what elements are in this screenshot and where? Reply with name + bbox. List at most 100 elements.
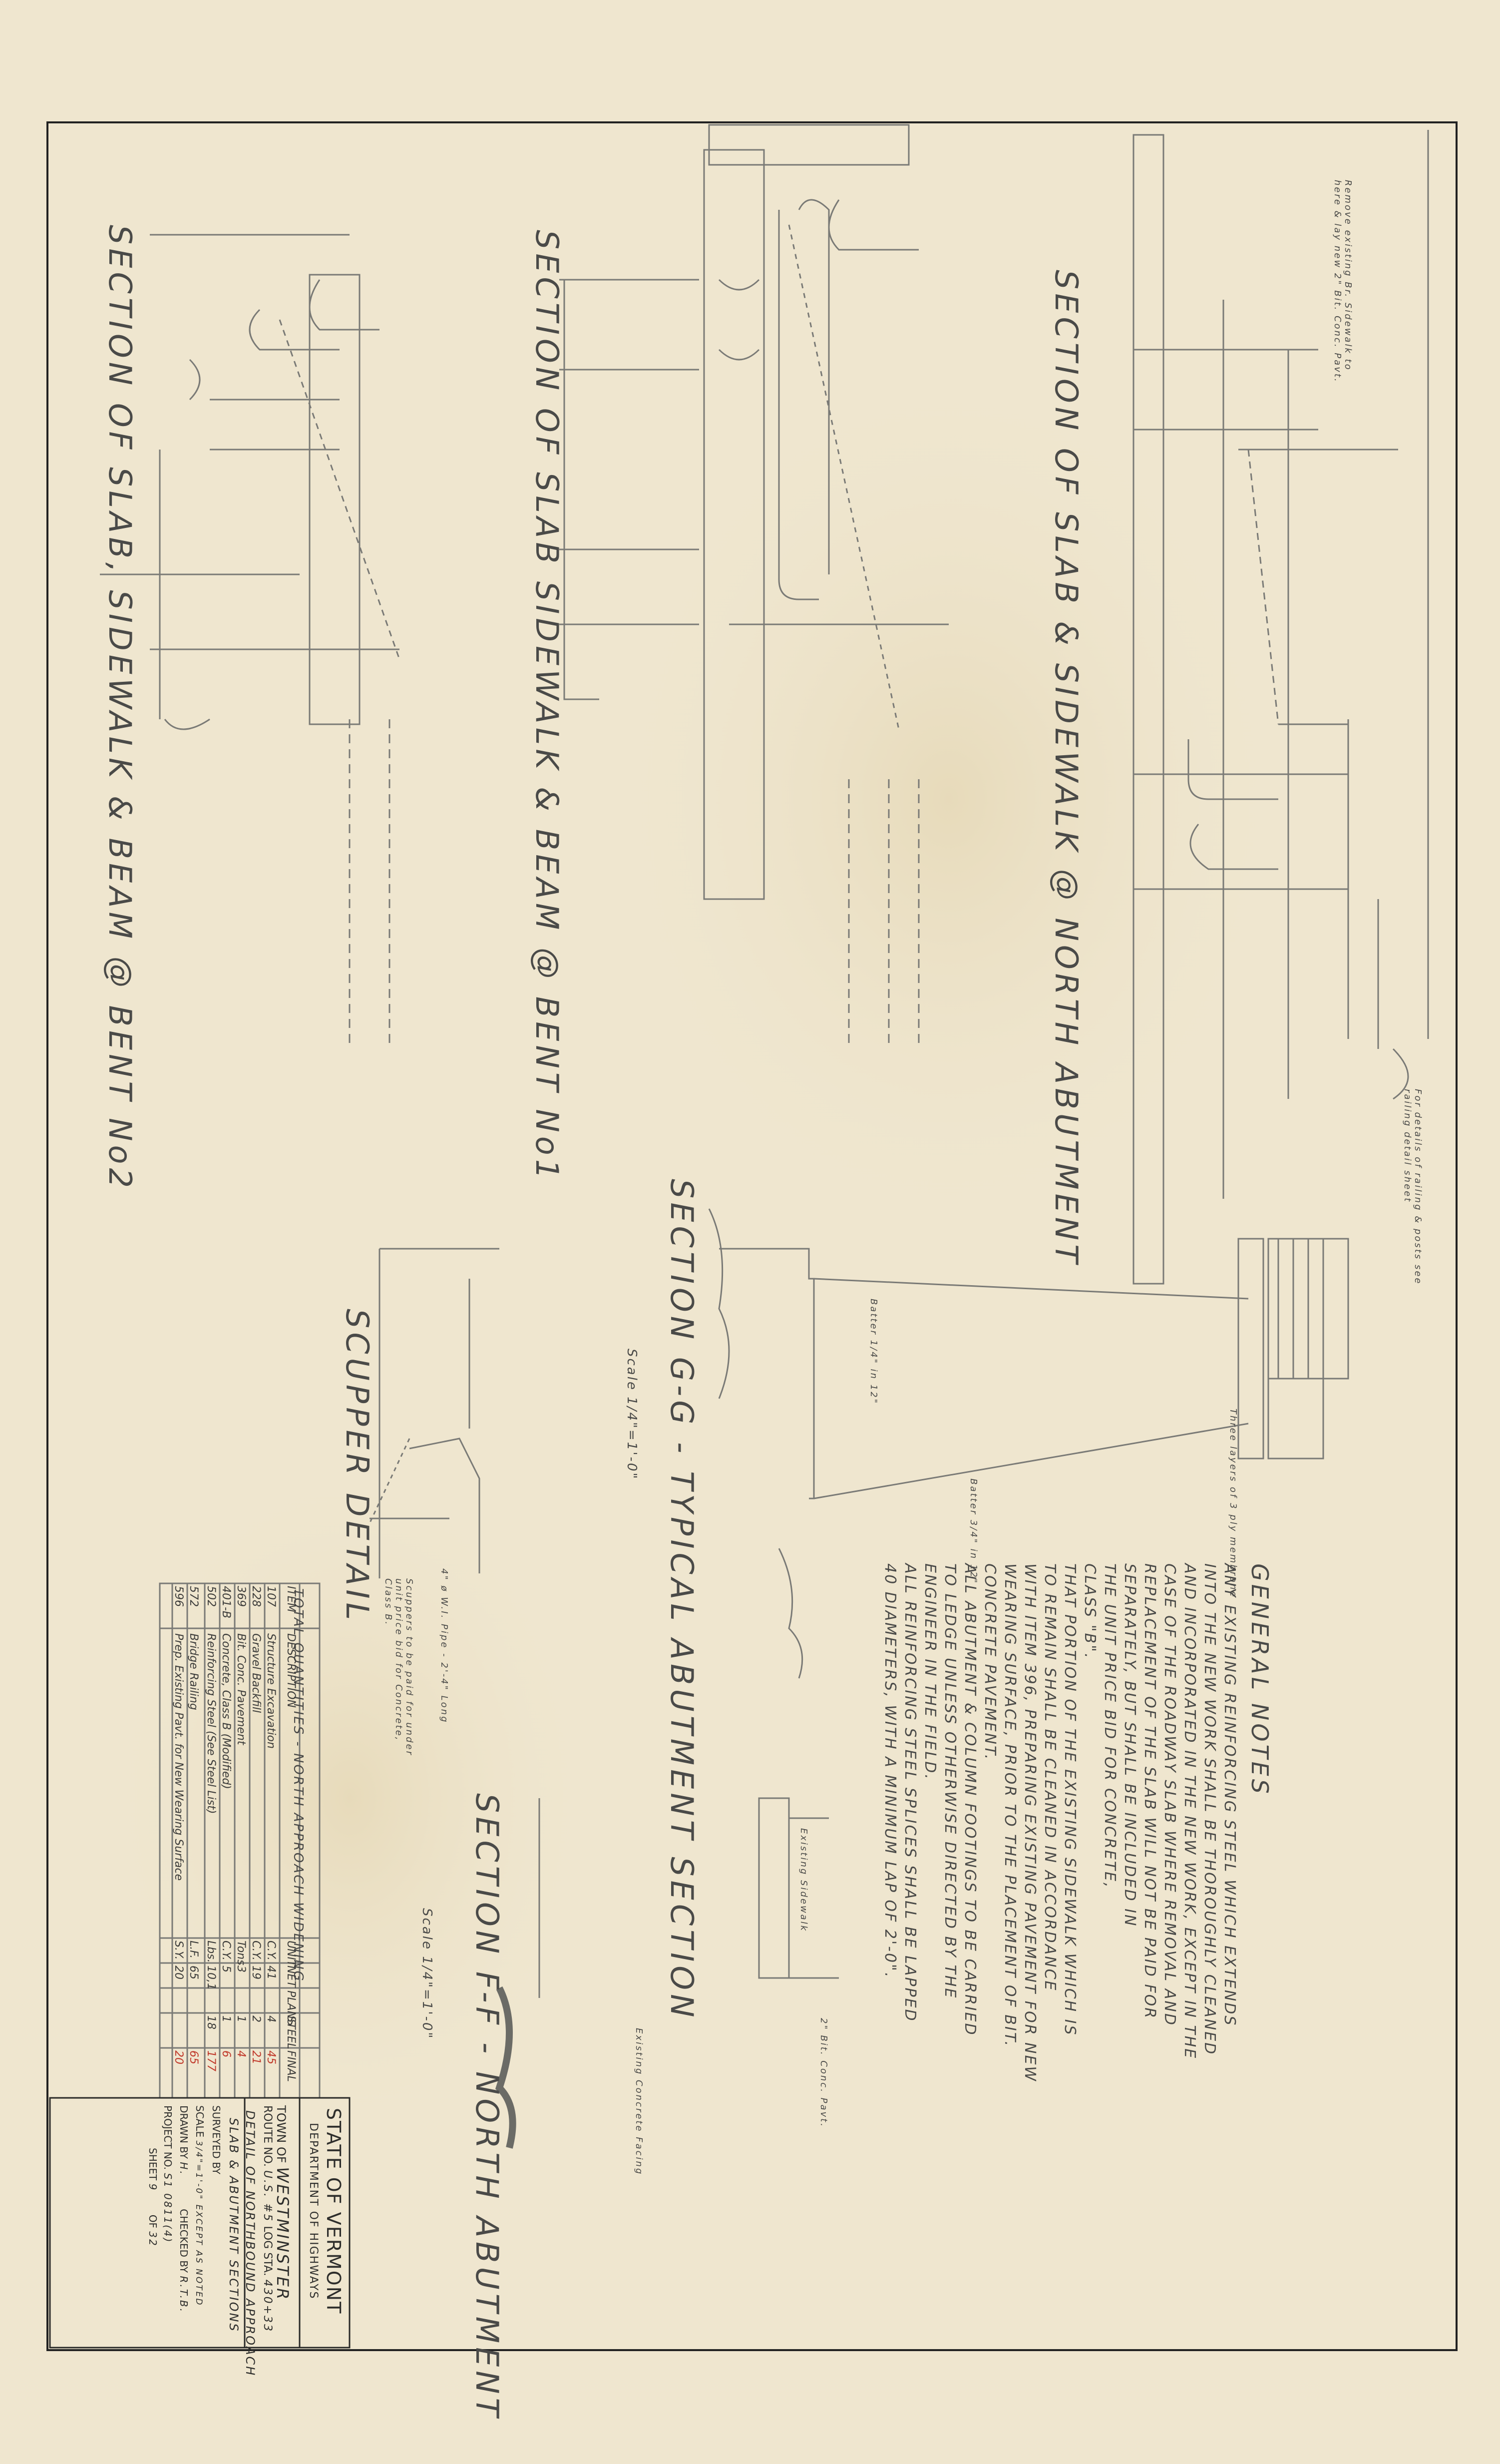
- drawn-label: DRAWN BY: [178, 2105, 190, 2159]
- town-label: TOWN OF: [274, 2105, 288, 2163]
- quantities-cell: C.Y.: [250, 1941, 262, 1961]
- quantities-cell: Lbs.: [205, 1941, 217, 1963]
- pipe-callout: 4" ø W.I. Pipe - 2'-4" Long: [439, 1568, 449, 1724]
- quantities-cell: 45: [265, 2050, 277, 2064]
- sheet-border: [46, 121, 1458, 2351]
- project-value: S1 0811(4): [162, 2173, 174, 2244]
- quantities-cell: 10,1: [205, 1966, 217, 1990]
- scupper-drawing: [369, 1248, 499, 1578]
- checked-label: CHECKED BY: [178, 2209, 190, 2273]
- drawn-value: H.: [178, 2162, 190, 2176]
- quantities-cell: Gravel Backfill: [250, 1633, 262, 1713]
- log-value: 430+33: [261, 2279, 274, 2333]
- general-notes: GENERAL NOTES ANY EXISTING REINFORCING S…: [880, 1563, 1273, 2082]
- surveyed-row: SURVEYED BY: [210, 2105, 222, 2174]
- general-note-line: THE UNIT PRICE BID FOR CONCRETE,: [1101, 1563, 1119, 1889]
- log-label: LOG STA.: [261, 2226, 274, 2276]
- existing-sidewalk-callout: Existing Sidewalk: [798, 1828, 809, 1933]
- scupper-note-callout: Scuppers to be paid for under unit price…: [383, 1578, 414, 1756]
- railing-callout: For details of railing & posts see raili…: [1402, 1089, 1423, 1285]
- bent1-detail: [559, 124, 949, 1049]
- checked-value: R.T.B.: [178, 2276, 190, 2314]
- quantities-cell: 65: [187, 1966, 200, 1979]
- section-gg-drawing: [708, 1208, 1349, 1679]
- section-gg-scale: Scale 1/4"=1'-0": [624, 1349, 639, 1480]
- scale-value: 3/4"=1'-0" EXCEPT AS NOTED: [194, 2140, 204, 2307]
- quantities-cell: C.Y.: [265, 1941, 277, 1961]
- quantities-cell: S.Y.: [172, 1941, 185, 1960]
- section-ff-scale: Scale 1/4"=1'-0": [419, 1908, 434, 2040]
- quantities-cell: 65: [187, 2050, 200, 2064]
- quantities-header-cell: UNIT: [285, 1941, 297, 1967]
- quantities-cell: 20: [172, 1966, 185, 1979]
- description-line-1: DETAIL OF NORTHBOUND APPROACH: [243, 2110, 257, 2377]
- quantities-header-cell: NET: [285, 1966, 297, 1987]
- remove-existing-callout: Remove existing Br. Sidewalk to here & l…: [1332, 180, 1353, 383]
- general-note-line: ALL ABUTMENT & COLUMN FOOTINGS TO BE CAR…: [961, 1563, 979, 2036]
- of-value: 32: [147, 2231, 159, 2247]
- route-value: U.S. #5: [261, 2170, 274, 2223]
- project-row: PROJECT NO. S1 0811(4): [162, 2105, 174, 2243]
- quantities-header-cell: FINAL: [285, 2050, 297, 2082]
- quantities-cell: Bridge Railing: [187, 1633, 200, 1710]
- general-note-line: TO LEDGE UNLESS OTHERWISE DIRECTED BY TH…: [941, 1563, 959, 1999]
- scale-row: SCALE 3/4"=1'-0" EXCEPT AS NOTED: [194, 2105, 206, 2306]
- general-note-line: WEARING SURFACE, PRIOR TO THE PLACEMENT …: [1001, 1563, 1019, 2048]
- bent2-title: SECTION OF SLAB, SIDEWALK & BEAM @ BENT …: [102, 225, 138, 1192]
- section-ff-drawing: [495, 1797, 839, 2149]
- batter-callout-1: Batter 1/4" in 12": [868, 1299, 879, 1405]
- general-note-line: ANY EXISTING REINFORCING STEEL WHICH EXT…: [1221, 1563, 1238, 2027]
- of-label: OF: [147, 2214, 159, 2228]
- quantities-cell: 6: [220, 2050, 232, 2057]
- description-line-2: SLAB & ABUTMENT SECTIONS: [227, 2118, 241, 2333]
- bent2-detail: [100, 234, 400, 1049]
- quantities-cell: 1: [235, 2015, 247, 2022]
- north-abutment-title: SECTION OF SLAB & SIDEWALK @ NORTH ABUTM…: [1048, 270, 1085, 1268]
- section-gg-title: SECTION G-G - TYPICAL ABUTMENT SECTION: [664, 1179, 700, 2021]
- general-note-line: AND INCORPORATED IN THE NEW WORK, EXCEPT…: [1181, 1563, 1198, 2060]
- quantities-cell: 18: [205, 2015, 217, 2029]
- quantities-cell: 19: [250, 1966, 262, 1979]
- quantities-cell: 107: [265, 1586, 277, 1607]
- state-name: STATE OF VERMONT: [323, 2108, 345, 2315]
- quantities-cell: Reinforcing Steel (See Steel List): [205, 1633, 217, 1814]
- project-label: PROJECT NO.: [162, 2105, 174, 2170]
- general-note-line: CASE OF THE ROADWAY SLAB WHERE REMOVAL A…: [1161, 1563, 1178, 2026]
- quantities-cell: 4: [235, 2050, 247, 2057]
- quantities-cell: Tons: [235, 1941, 247, 1966]
- town-value: WESTMINSTER: [273, 2167, 292, 2301]
- quantities-cell: 502: [205, 1586, 217, 1607]
- quantities-cell: Concrete, Class B (Modified): [220, 1633, 232, 1789]
- quantities-cell: 228: [250, 1586, 262, 1607]
- sheet-value: 9: [147, 2183, 159, 2192]
- quantities-cell: 3: [235, 1966, 247, 1972]
- scupper-title: SCUPPER DETAIL: [339, 1309, 375, 1624]
- town-row: TOWN OF WESTMINSTER: [273, 2105, 292, 2301]
- quantities-cell: Prep. Existing Pavt. for New Wearing Sur…: [172, 1633, 185, 1881]
- drawn-checked-row: DRAWN BY H. CHECKED BY R.T.B.: [178, 2105, 190, 2313]
- drawing-linework: [100, 124, 1429, 2149]
- general-note-line: INTO THE NEW WORK SHALL BE THOROUGHLY CL…: [1201, 1563, 1218, 2056]
- quantities-cell: C.Y.: [220, 1941, 232, 1961]
- general-notes-title: GENERAL NOTES: [1246, 1563, 1273, 1797]
- quantities-header-cell: ITEM: [285, 1586, 297, 1612]
- quantities-cell: L.F.: [187, 1941, 200, 1959]
- sheet-row: SHEET 9 OF 32: [147, 2148, 159, 2247]
- quantities-cell: 5: [220, 1966, 232, 1972]
- quantities-cell: 20: [172, 2050, 185, 2064]
- general-note-line: THAT PORTION OF THE EXISTING SIDEWALK WH…: [1061, 1563, 1079, 2036]
- quantities-cell: Structure Excavation: [265, 1633, 277, 1749]
- quantities-header-cell: DESCRIPTION: [285, 1633, 297, 1708]
- quantities-cell: 596: [172, 1586, 185, 1607]
- general-note-line: CLASS "B".: [1081, 1563, 1099, 1660]
- general-note-line: CONCRETE PAVEMENT.: [981, 1563, 999, 1761]
- general-note-line: 40 DIAMETERS, WITH A MINIMUM LAP OF 2'-0…: [881, 1563, 899, 1979]
- department-name: DEPARTMENT OF HIGHWAYS: [307, 2123, 320, 2300]
- quantities-header-cell: STEEL: [285, 2015, 297, 2049]
- north-abutment-detail: [1132, 130, 1429, 1285]
- general-note-line: REPLACEMENT OF THE SLAB WILL NOT BE PAID…: [1141, 1563, 1158, 2020]
- quantities-table-grid: [159, 1582, 321, 2099]
- quantities-cell: Bit. Conc. Pavement: [235, 1633, 247, 1745]
- surveyed-label: SURVEYED BY: [210, 2105, 222, 2174]
- quantities-cell: 177: [205, 2050, 217, 2071]
